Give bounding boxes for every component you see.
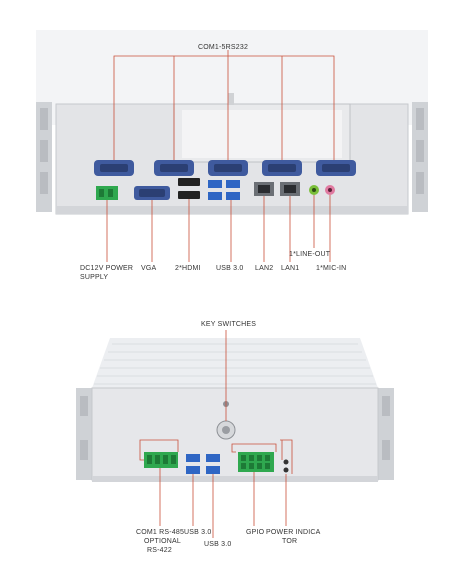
label-com1-optional: OPTIONAL bbox=[144, 538, 181, 545]
label-power-indicator: POWER INDICA bbox=[266, 529, 321, 536]
key-switch bbox=[216, 420, 236, 440]
label-hdmi: 2*HDMI bbox=[175, 265, 201, 272]
bottom-leader-lines bbox=[139, 330, 293, 538]
bottom-chassis bbox=[76, 338, 394, 482]
gpio-terminal bbox=[238, 452, 274, 472]
db9-port bbox=[262, 160, 302, 176]
label-usb3-bottom-a: USB 3.0 bbox=[184, 529, 212, 536]
db9-port bbox=[316, 160, 356, 176]
label-vga: VGA bbox=[141, 265, 157, 272]
db9-port bbox=[208, 160, 248, 176]
panel-strip bbox=[56, 206, 408, 214]
serial-ports bbox=[94, 160, 356, 176]
hdmi-ports bbox=[178, 178, 200, 199]
label-usb3-top: USB 3.0 bbox=[216, 265, 244, 272]
power-indicator bbox=[283, 459, 289, 473]
label-com1-rs485: COM1 RS-485 bbox=[136, 529, 185, 536]
label-usb3-bottom-b: USB 3.0 bbox=[204, 541, 232, 548]
lan-ports bbox=[254, 182, 300, 196]
label-com1-rs422: RS-422 bbox=[147, 547, 172, 554]
audio-jacks bbox=[309, 185, 335, 195]
label-dc-power-supply: SUPPLY bbox=[80, 274, 109, 281]
db9-port bbox=[94, 160, 134, 176]
com1-terminal bbox=[144, 452, 178, 468]
top-title-serial-ports: COM1-5RS232 bbox=[198, 44, 249, 51]
bottom-title-key-switches: KEY SWITCHES bbox=[201, 321, 257, 328]
dc-terminal bbox=[96, 186, 118, 200]
label-mic-in: 1*MIC-IN bbox=[316, 265, 347, 272]
db9-port bbox=[154, 160, 194, 176]
label-lan2: LAN2 bbox=[255, 265, 274, 272]
usb3-ports-bottom bbox=[186, 454, 220, 474]
top-leader-lines bbox=[106, 50, 335, 262]
label-dc-power: DC12V POWER bbox=[80, 265, 134, 272]
vga-port bbox=[134, 186, 170, 200]
label-lan1: LAN1 bbox=[281, 265, 300, 272]
label-line-out: 1*LINE-OUT bbox=[289, 251, 331, 258]
label-gpio: GPIO bbox=[246, 529, 265, 536]
label-power-indicator-tor: TOR bbox=[282, 538, 298, 545]
usb3-ports-top bbox=[208, 180, 240, 200]
